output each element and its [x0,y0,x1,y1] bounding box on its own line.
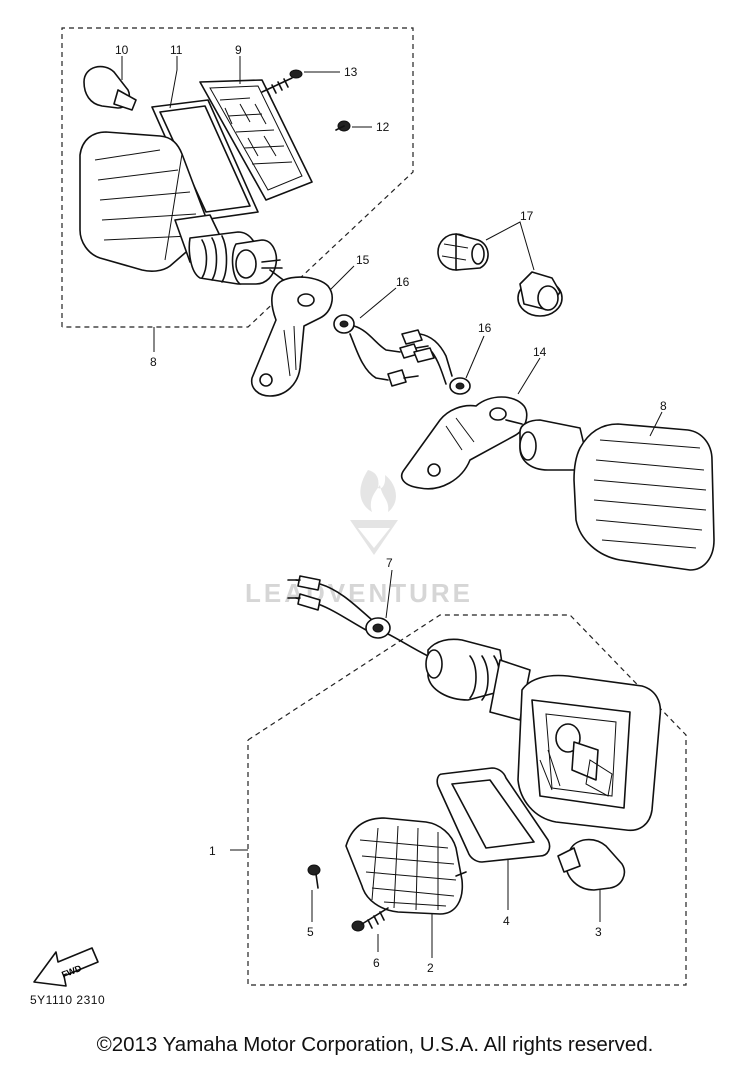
part-label-3: 3 [595,925,602,939]
part-label-4: 4 [503,914,510,928]
part-label-8-right: 8 [660,399,667,413]
part-label-11: 11 [170,43,183,57]
part-label-17: 17 [520,209,534,223]
part-label-9: 9 [235,43,242,57]
part-label-5: 5 [307,925,314,939]
wire-connectors-right [401,329,453,385]
part-label-16-upper: 16 [396,275,410,289]
bracket-15 [250,276,333,397]
watermark-text: LEADVENTURE [245,578,473,608]
lens-9 [199,79,313,201]
part-label-2: 2 [427,961,434,975]
housing-8-right [505,419,715,571]
diagram-code: 5Y1110 2310 [30,993,106,1007]
part-label-13: 13 [344,65,358,79]
lower-signal-assembly: 1 2 3 4 5 6 [209,575,687,986]
bulb-10 [83,65,137,111]
part-label-6: 6 [373,956,380,970]
grommet-17-a [437,233,489,271]
part-label-16-right: 16 [478,321,492,335]
grommet-16-right [449,377,471,395]
part-label-10: 10 [115,43,129,57]
part-label-12: 12 [376,120,390,134]
part-label-14: 14 [533,345,547,359]
part-label-15: 15 [356,253,370,267]
assembly-boundary-1 [247,614,687,986]
bracket-14 [400,396,528,490]
part-label-1: 1 [209,844,216,858]
grommet-16-upper [333,314,429,387]
copyright-notice: ©2013 Yamaha Motor Corporation, U.S.A. A… [96,1033,654,1056]
grommet-17-b [517,271,563,317]
housing-8-upper [79,131,287,285]
part-label-8-upper: 8 [150,355,157,369]
part-label-7: 7 [386,556,393,570]
watermark-logo [350,470,398,555]
assembly-boundary-8-top [61,27,414,328]
screw-12 [335,120,351,132]
screw-13 [261,69,303,97]
upper-left-signal-assembly: 8 10 11 9 13 12 [61,27,414,369]
front-direction-arrow: FWD [33,947,99,987]
